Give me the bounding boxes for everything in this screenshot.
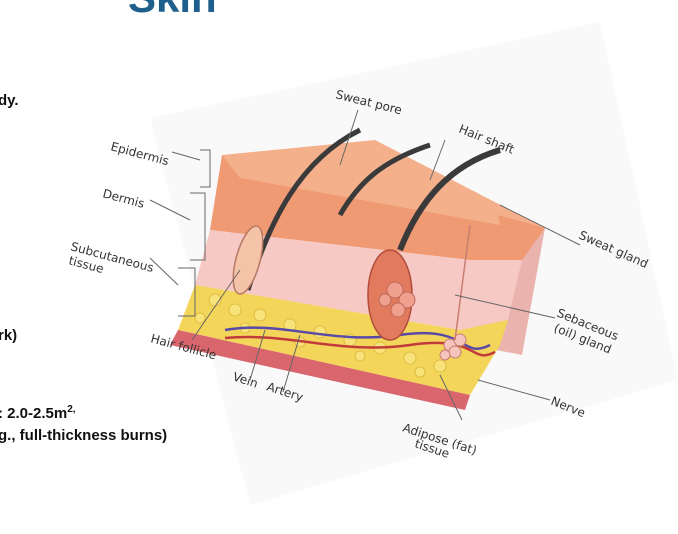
label-dermis: Dermis	[101, 186, 146, 211]
